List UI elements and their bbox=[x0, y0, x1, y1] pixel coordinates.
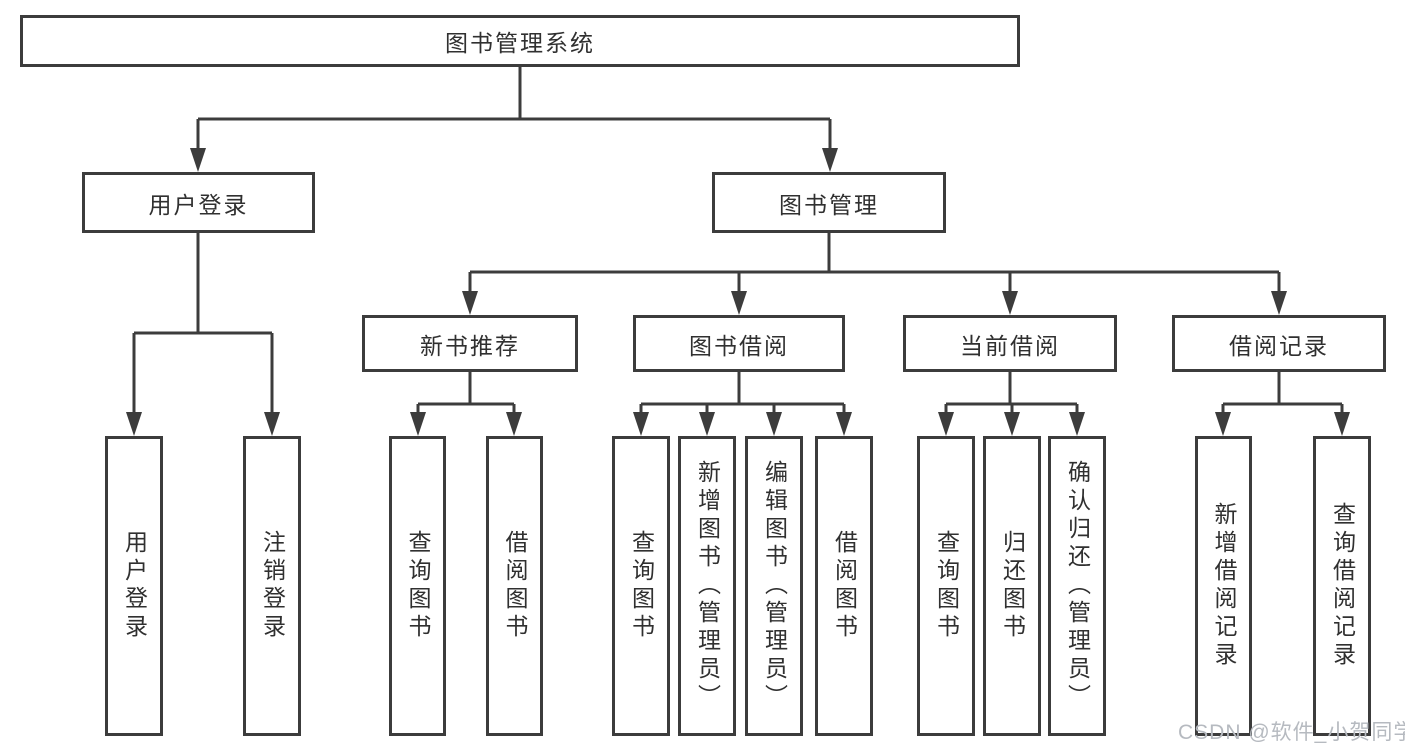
node-record-query: 查询借阅记录 bbox=[1313, 436, 1371, 736]
node-bb-query-book-label: 查询图书 bbox=[628, 530, 655, 642]
connector-book-borrow-to-leaves bbox=[633, 372, 852, 436]
node-cb-confirm-return-label: 确认归还（管理员） bbox=[1064, 460, 1091, 712]
node-root: 图书管理系统 bbox=[20, 15, 1020, 67]
node-bb-add-book-label: 新增图书（管理员） bbox=[694, 460, 721, 712]
node-record-add-label: 新增借阅记录 bbox=[1211, 502, 1237, 670]
node-user-login-action: 用户登录 bbox=[105, 436, 163, 736]
node-record-add: 新增借阅记录 bbox=[1195, 436, 1252, 736]
node-book-borrow: 图书借阅 bbox=[633, 315, 845, 372]
connector-user-login-to-leaves bbox=[126, 233, 280, 436]
node-book-management-label: 图书管理 bbox=[779, 191, 879, 218]
node-bb-edit-book-label: 编辑图书（管理员） bbox=[761, 460, 788, 712]
node-user-login-action-label: 用户登录 bbox=[121, 530, 148, 642]
node-user-login-label: 用户登录 bbox=[148, 191, 249, 218]
node-rec-borrow-book-label: 借阅图书 bbox=[502, 530, 528, 642]
node-record-query-label: 查询借阅记录 bbox=[1329, 502, 1356, 670]
node-rec-query-book-label: 查询图书 bbox=[405, 530, 431, 642]
connector-new-book-recommend-to-leaves bbox=[410, 372, 522, 436]
node-cb-query-book: 查询图书 bbox=[917, 436, 975, 736]
connector-borrow-record-to-leaves bbox=[1215, 372, 1350, 436]
node-bb-query-book: 查询图书 bbox=[612, 436, 670, 736]
node-rec-borrow-book: 借阅图书 bbox=[486, 436, 543, 736]
node-user-login: 用户登录 bbox=[82, 172, 315, 233]
node-bb-edit-book: 编辑图书（管理员） bbox=[745, 436, 803, 736]
node-book-management: 图书管理 bbox=[712, 172, 946, 233]
node-cb-confirm-return: 确认归还（管理员） bbox=[1048, 436, 1106, 736]
node-current-borrow: 当前借阅 bbox=[903, 315, 1117, 372]
node-borrow-record-label: 借阅记录 bbox=[1229, 332, 1329, 359]
node-bb-borrow-book-label: 借阅图书 bbox=[831, 530, 858, 642]
node-bb-add-book: 新增图书（管理员） bbox=[678, 436, 736, 736]
node-new-book-recommend: 新书推荐 bbox=[362, 315, 578, 372]
node-root-label: 图书管理系统 bbox=[445, 30, 595, 56]
node-logout: 注销登录 bbox=[243, 436, 301, 736]
node-cb-return-book: 归还图书 bbox=[983, 436, 1041, 736]
node-bb-borrow-book: 借阅图书 bbox=[815, 436, 873, 736]
csdn-watermark: CSDN @软件_小贺同学 bbox=[1178, 721, 1405, 744]
node-book-borrow-label: 图书借阅 bbox=[689, 332, 789, 359]
connector-current-borrow-to-leaves bbox=[938, 372, 1085, 436]
node-borrow-record: 借阅记录 bbox=[1172, 315, 1386, 372]
connector-root-to-level2 bbox=[190, 67, 838, 172]
node-cb-return-book-label: 归还图书 bbox=[999, 530, 1026, 642]
node-logout-label: 注销登录 bbox=[259, 530, 286, 642]
node-current-borrow-label: 当前借阅 bbox=[960, 332, 1060, 359]
connector-book-management-to-level3 bbox=[462, 233, 1287, 315]
node-cb-query-book-label: 查询图书 bbox=[933, 530, 960, 642]
node-rec-query-book: 查询图书 bbox=[389, 436, 446, 736]
node-new-book-recommend-label: 新书推荐 bbox=[420, 332, 520, 359]
